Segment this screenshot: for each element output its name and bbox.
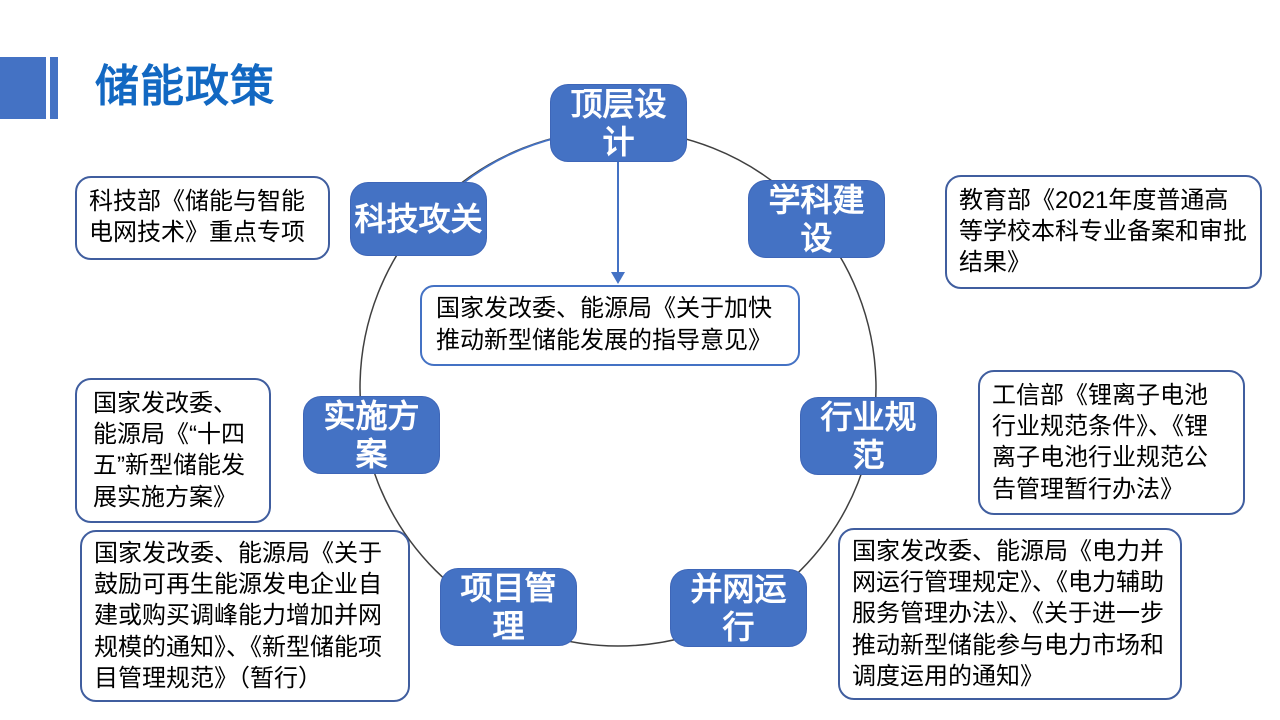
node-label: 项目管理 xyxy=(460,569,557,644)
node-label: 并网运行 xyxy=(690,570,787,645)
node-label: 行业规范 xyxy=(820,398,917,473)
callout-tech-research: 科技部《储能与智能电网技术》重点专项 xyxy=(75,176,330,260)
node-discipline-construction: 学科建设 xyxy=(748,180,885,258)
node-grid-operation: 并网运行 xyxy=(670,569,807,647)
connector-arrow-head xyxy=(611,272,625,284)
blue-arc-segment xyxy=(461,136,561,185)
node-tech-research: 科技攻关 xyxy=(350,182,487,256)
node-project-management: 项目管理 xyxy=(440,568,577,646)
callout-text: 国家发改委、能源局《电力并网运行管理规定》、《电力辅助服务管理办法》、《关于进一… xyxy=(852,538,1164,690)
callout-text: 科技部《储能与智能电网技术》重点专项 xyxy=(89,188,305,247)
node-label: 科技攻关 xyxy=(354,200,483,237)
callout-text: 教育部《2021年度普通高等学校本科专业备案和审批结果》 xyxy=(959,187,1247,277)
node-industry-standards: 行业规范 xyxy=(800,397,937,475)
callout-implementation-plan: 国家发改委、能源局《“十四五”新型储能发展实施方案》 xyxy=(75,378,271,523)
node-label: 实施方案 xyxy=(323,397,420,472)
node-label: 学科建设 xyxy=(768,181,865,256)
page-title: 储能政策 xyxy=(95,62,275,111)
center-policy-text: 国家发改委、能源局《关于加快推动新型储能发展的指导意见》 xyxy=(436,295,772,355)
callout-grid-operation: 国家发改委、能源局《电力并网运行管理规定》、《电力辅助服务管理办法》、《关于进一… xyxy=(838,528,1182,700)
callout-discipline-construction: 教育部《2021年度普通高等学校本科专业备案和审批结果》 xyxy=(945,175,1262,289)
center-policy-box: 国家发改委、能源局《关于加快推动新型储能发展的指导意见》 xyxy=(420,285,800,366)
title-accent-bar xyxy=(50,57,58,119)
callout-text: 国家发改委、能源局《“十四五”新型储能发展实施方案》 xyxy=(93,390,245,511)
callout-industry-standards: 工信部《锂离子电池行业规范条件》、《锂离子电池行业规范公告管理暂行办法》 xyxy=(978,370,1245,515)
title-accent-square xyxy=(0,57,46,119)
node-implementation-plan: 实施方案 xyxy=(303,396,440,474)
callout-text: 工信部《锂离子电池行业规范条件》、《锂离子电池行业规范公告管理暂行办法》 xyxy=(992,382,1208,503)
node-label: 顶层设计 xyxy=(570,85,667,160)
node-top-level-design: 顶层设计 xyxy=(550,84,687,162)
callout-text: 国家发改委、能源局《关于鼓励可再生能源发电企业自建或购买调峰能力增加并网规模的通… xyxy=(94,540,382,692)
callout-project-management: 国家发改委、能源局《关于鼓励可再生能源发电企业自建或购买调峰能力增加并网规模的通… xyxy=(80,530,410,702)
